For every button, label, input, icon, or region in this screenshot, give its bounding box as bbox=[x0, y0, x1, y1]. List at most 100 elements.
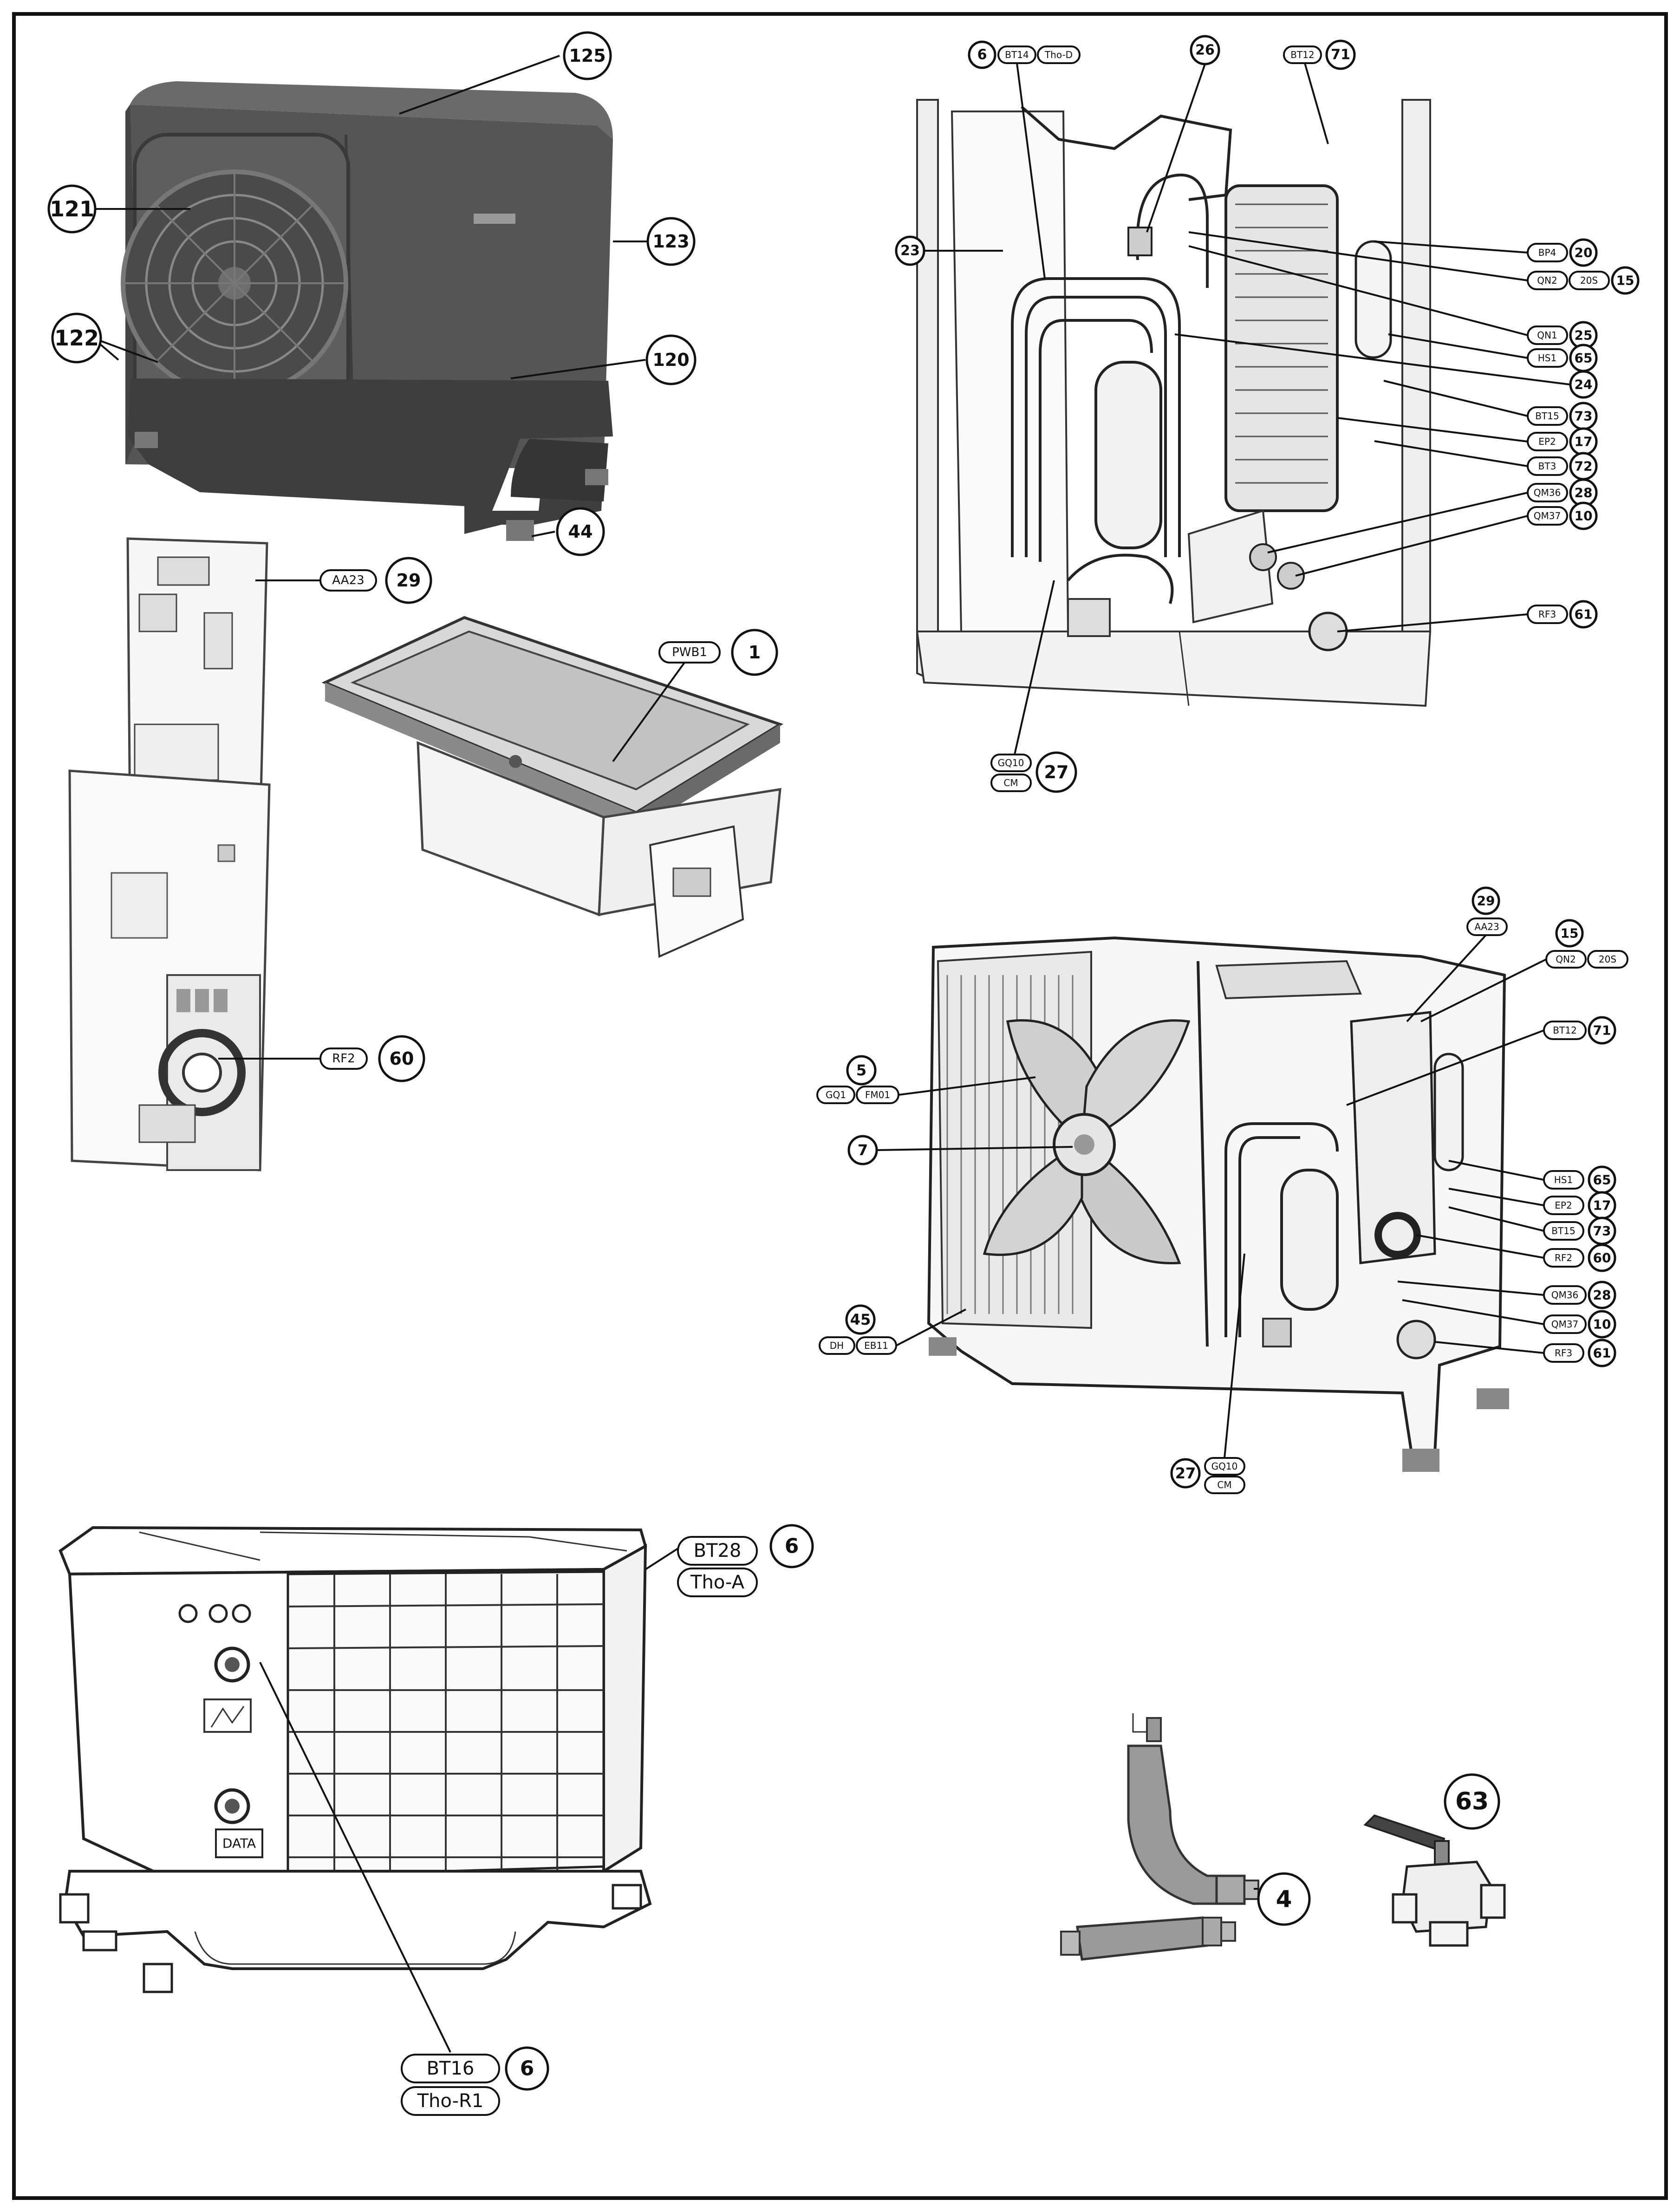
callout-10: 10 bbox=[1575, 508, 1593, 524]
tag-BT28: BT28 bbox=[694, 1540, 742, 1561]
callout-120: 120 bbox=[652, 350, 689, 370]
callout-60b: 60 bbox=[1593, 1250, 1611, 1266]
tag-DH: DH bbox=[830, 1340, 844, 1351]
tag-AA23: AA23 bbox=[332, 573, 364, 587]
tag-20Sb: 20S bbox=[1599, 954, 1616, 965]
valve-callout: 63 bbox=[1444, 1773, 1500, 1830]
callout-28b: 28 bbox=[1593, 1288, 1611, 1303]
tag-BP4: BP4 bbox=[1538, 247, 1556, 258]
tag-AA23b: AA23 bbox=[1474, 921, 1499, 932]
tag-GQ10: GQ10 bbox=[998, 757, 1024, 768]
tag-QM37: QM37 bbox=[1534, 510, 1561, 521]
callout-1: 1 bbox=[749, 642, 761, 663]
callout-73b: 73 bbox=[1593, 1223, 1611, 1239]
tag-Tho-R1: Tho-R1 bbox=[417, 2090, 484, 2112]
tag-20S: 20S bbox=[1580, 275, 1598, 286]
interior-view-drawing bbox=[927, 936, 1509, 1472]
callout-73: 73 bbox=[1575, 409, 1593, 424]
tag-GQ10b: GQ10 bbox=[1211, 1461, 1238, 1472]
tag-QN2b: QN2 bbox=[1556, 954, 1576, 965]
tag-CM: CM bbox=[1003, 777, 1018, 788]
tag-HS1b: HS1 bbox=[1554, 1174, 1573, 1185]
tag-EB11: EB11 bbox=[864, 1340, 888, 1351]
callout-121: 121 bbox=[50, 196, 94, 221]
tag-BT12: BT12 bbox=[1290, 49, 1314, 60]
callout-6b: 6 bbox=[785, 1535, 799, 1558]
callout-15b: 15 bbox=[1561, 926, 1579, 941]
tag-QM37b: QM37 bbox=[1551, 1319, 1578, 1330]
tag-RF2: RF2 bbox=[332, 1052, 355, 1066]
tag-GQ1: GQ1 bbox=[826, 1089, 846, 1100]
callout-6: 6 bbox=[977, 47, 987, 63]
callout-61b: 61 bbox=[1593, 1346, 1611, 1361]
tag-BT14: BT14 bbox=[1005, 49, 1029, 60]
tag-BT15: BT15 bbox=[1535, 410, 1559, 422]
tag-PWB1: PWB1 bbox=[672, 645, 707, 659]
tag-QM36: QM36 bbox=[1534, 487, 1561, 498]
callout-29: 29 bbox=[397, 570, 421, 591]
callout-125: 125 bbox=[569, 46, 606, 66]
callout-71: 71 bbox=[1331, 47, 1350, 63]
flexible-hoses-drawing bbox=[1060, 1713, 1259, 1961]
callout-27: 27 bbox=[1044, 762, 1069, 782]
callout-6c: 6 bbox=[520, 2057, 534, 2081]
tag-BT3: BT3 bbox=[1538, 461, 1556, 472]
callout-29b: 29 bbox=[1477, 893, 1495, 909]
callout-71b: 71 bbox=[1593, 1023, 1611, 1038]
callout-5: 5 bbox=[856, 1061, 866, 1079]
control-board-drawing bbox=[68, 537, 271, 1171]
tag-BT12b: BT12 bbox=[1553, 1025, 1576, 1036]
callout-63: 63 bbox=[1455, 1788, 1489, 1815]
callout-4: 4 bbox=[1276, 1886, 1292, 1913]
callout-23: 23 bbox=[900, 243, 920, 259]
tag-CMb: CM bbox=[1217, 1479, 1231, 1490]
tag-BT16: BT16 bbox=[427, 2058, 475, 2079]
tag-RF3: RF3 bbox=[1538, 609, 1556, 620]
callout-61: 61 bbox=[1575, 607, 1593, 622]
data-plate-label: DATA bbox=[222, 1836, 256, 1851]
callout-45: 45 bbox=[850, 1311, 871, 1328]
callout-7: 7 bbox=[858, 1141, 868, 1159]
ball-valve-drawing bbox=[1363, 1814, 1506, 1947]
tag-RF2b: RF2 bbox=[1555, 1252, 1572, 1263]
callout-24: 24 bbox=[1575, 377, 1593, 392]
callout-20: 20 bbox=[1575, 245, 1593, 260]
tag-QN2: QN2 bbox=[1537, 275, 1557, 286]
outdoor-unit-callouts: 125 121 123 122 120 44 bbox=[47, 31, 697, 556]
refrigerant-circuit-callouts: 6 BT14 Tho-D 26 BT12 71 23 BP4 20 QN2 20… bbox=[895, 35, 1640, 793]
callout-65b: 65 bbox=[1593, 1172, 1611, 1188]
rear-view-drawing: DATA bbox=[59, 1526, 652, 1993]
tag-QN1: QN1 bbox=[1537, 330, 1557, 341]
control-board-callouts: AA23 29 RF2 60 bbox=[218, 557, 432, 1082]
tag-BT15b: BT15 bbox=[1551, 1225, 1575, 1236]
inverter-board-box-drawing bbox=[321, 616, 784, 958]
callout-28: 28 bbox=[1575, 485, 1593, 501]
tag-Tho-D: Tho-D bbox=[1044, 49, 1073, 60]
hoses-callout: 4 bbox=[1254, 1872, 1311, 1926]
tag-EP2b: EP2 bbox=[1555, 1200, 1572, 1211]
rear-view-callouts: BT28 Tho-A 6 BT16 Tho-R1 6 bbox=[259, 1524, 814, 2116]
tag-QM36b: QM36 bbox=[1551, 1289, 1578, 1301]
callout-10b: 10 bbox=[1593, 1317, 1611, 1332]
callout-60: 60 bbox=[390, 1048, 414, 1069]
callout-123: 123 bbox=[652, 231, 689, 252]
callout-17b: 17 bbox=[1593, 1198, 1611, 1213]
interior-view-callouts: 29 AA23 15 QN2 20S BT12 71 5 GQ1 FM01 7 … bbox=[816, 886, 1628, 1494]
callout-25: 25 bbox=[1575, 328, 1593, 343]
callout-26: 26 bbox=[1195, 42, 1215, 59]
callout-122: 122 bbox=[54, 325, 99, 351]
callout-27b: 27 bbox=[1175, 1464, 1196, 1482]
pwb1-callout: PWB1 1 bbox=[612, 629, 778, 762]
tag-HS1: HS1 bbox=[1538, 352, 1556, 364]
refrigerant-circuit-drawing bbox=[916, 99, 1432, 707]
tag-FM01: FM01 bbox=[865, 1089, 890, 1100]
callout-65: 65 bbox=[1575, 351, 1593, 366]
tag-EP2: EP2 bbox=[1538, 436, 1556, 447]
callout-15: 15 bbox=[1616, 273, 1634, 288]
tag-Tho-A: Tho-A bbox=[690, 1572, 745, 1593]
callout-72: 72 bbox=[1575, 459, 1593, 474]
callout-44: 44 bbox=[568, 521, 593, 542]
tag-RF3b: RF3 bbox=[1555, 1347, 1572, 1359]
outdoor-unit-exterior-drawing bbox=[121, 81, 613, 541]
